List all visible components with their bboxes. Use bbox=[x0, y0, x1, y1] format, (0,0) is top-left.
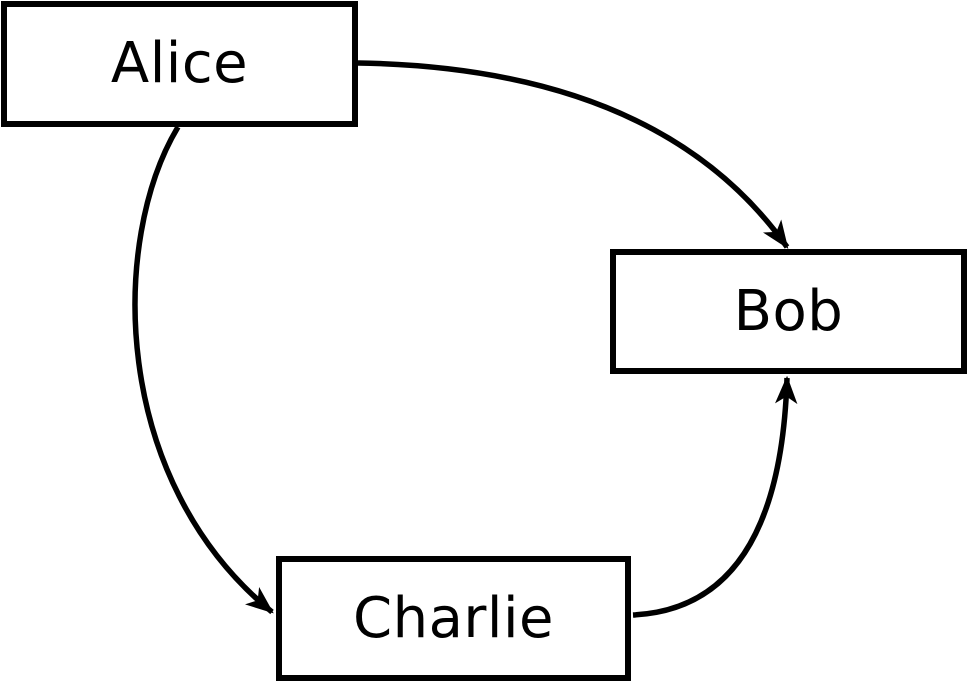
edge-alice-to-charlie bbox=[132, 125, 274, 615]
edge-charlie-to-bob bbox=[632, 375, 798, 618]
node-charlie: Charlie bbox=[276, 556, 631, 681]
node-alice-label: Alice bbox=[110, 31, 249, 96]
node-bob: Bob bbox=[610, 249, 967, 374]
node-charlie-label: Charlie bbox=[352, 585, 554, 651]
node-bob-label: Bob bbox=[733, 278, 844, 344]
edge-alice-to-bob bbox=[357, 60, 790, 249]
node-alice: Alice bbox=[1, 1, 358, 127]
